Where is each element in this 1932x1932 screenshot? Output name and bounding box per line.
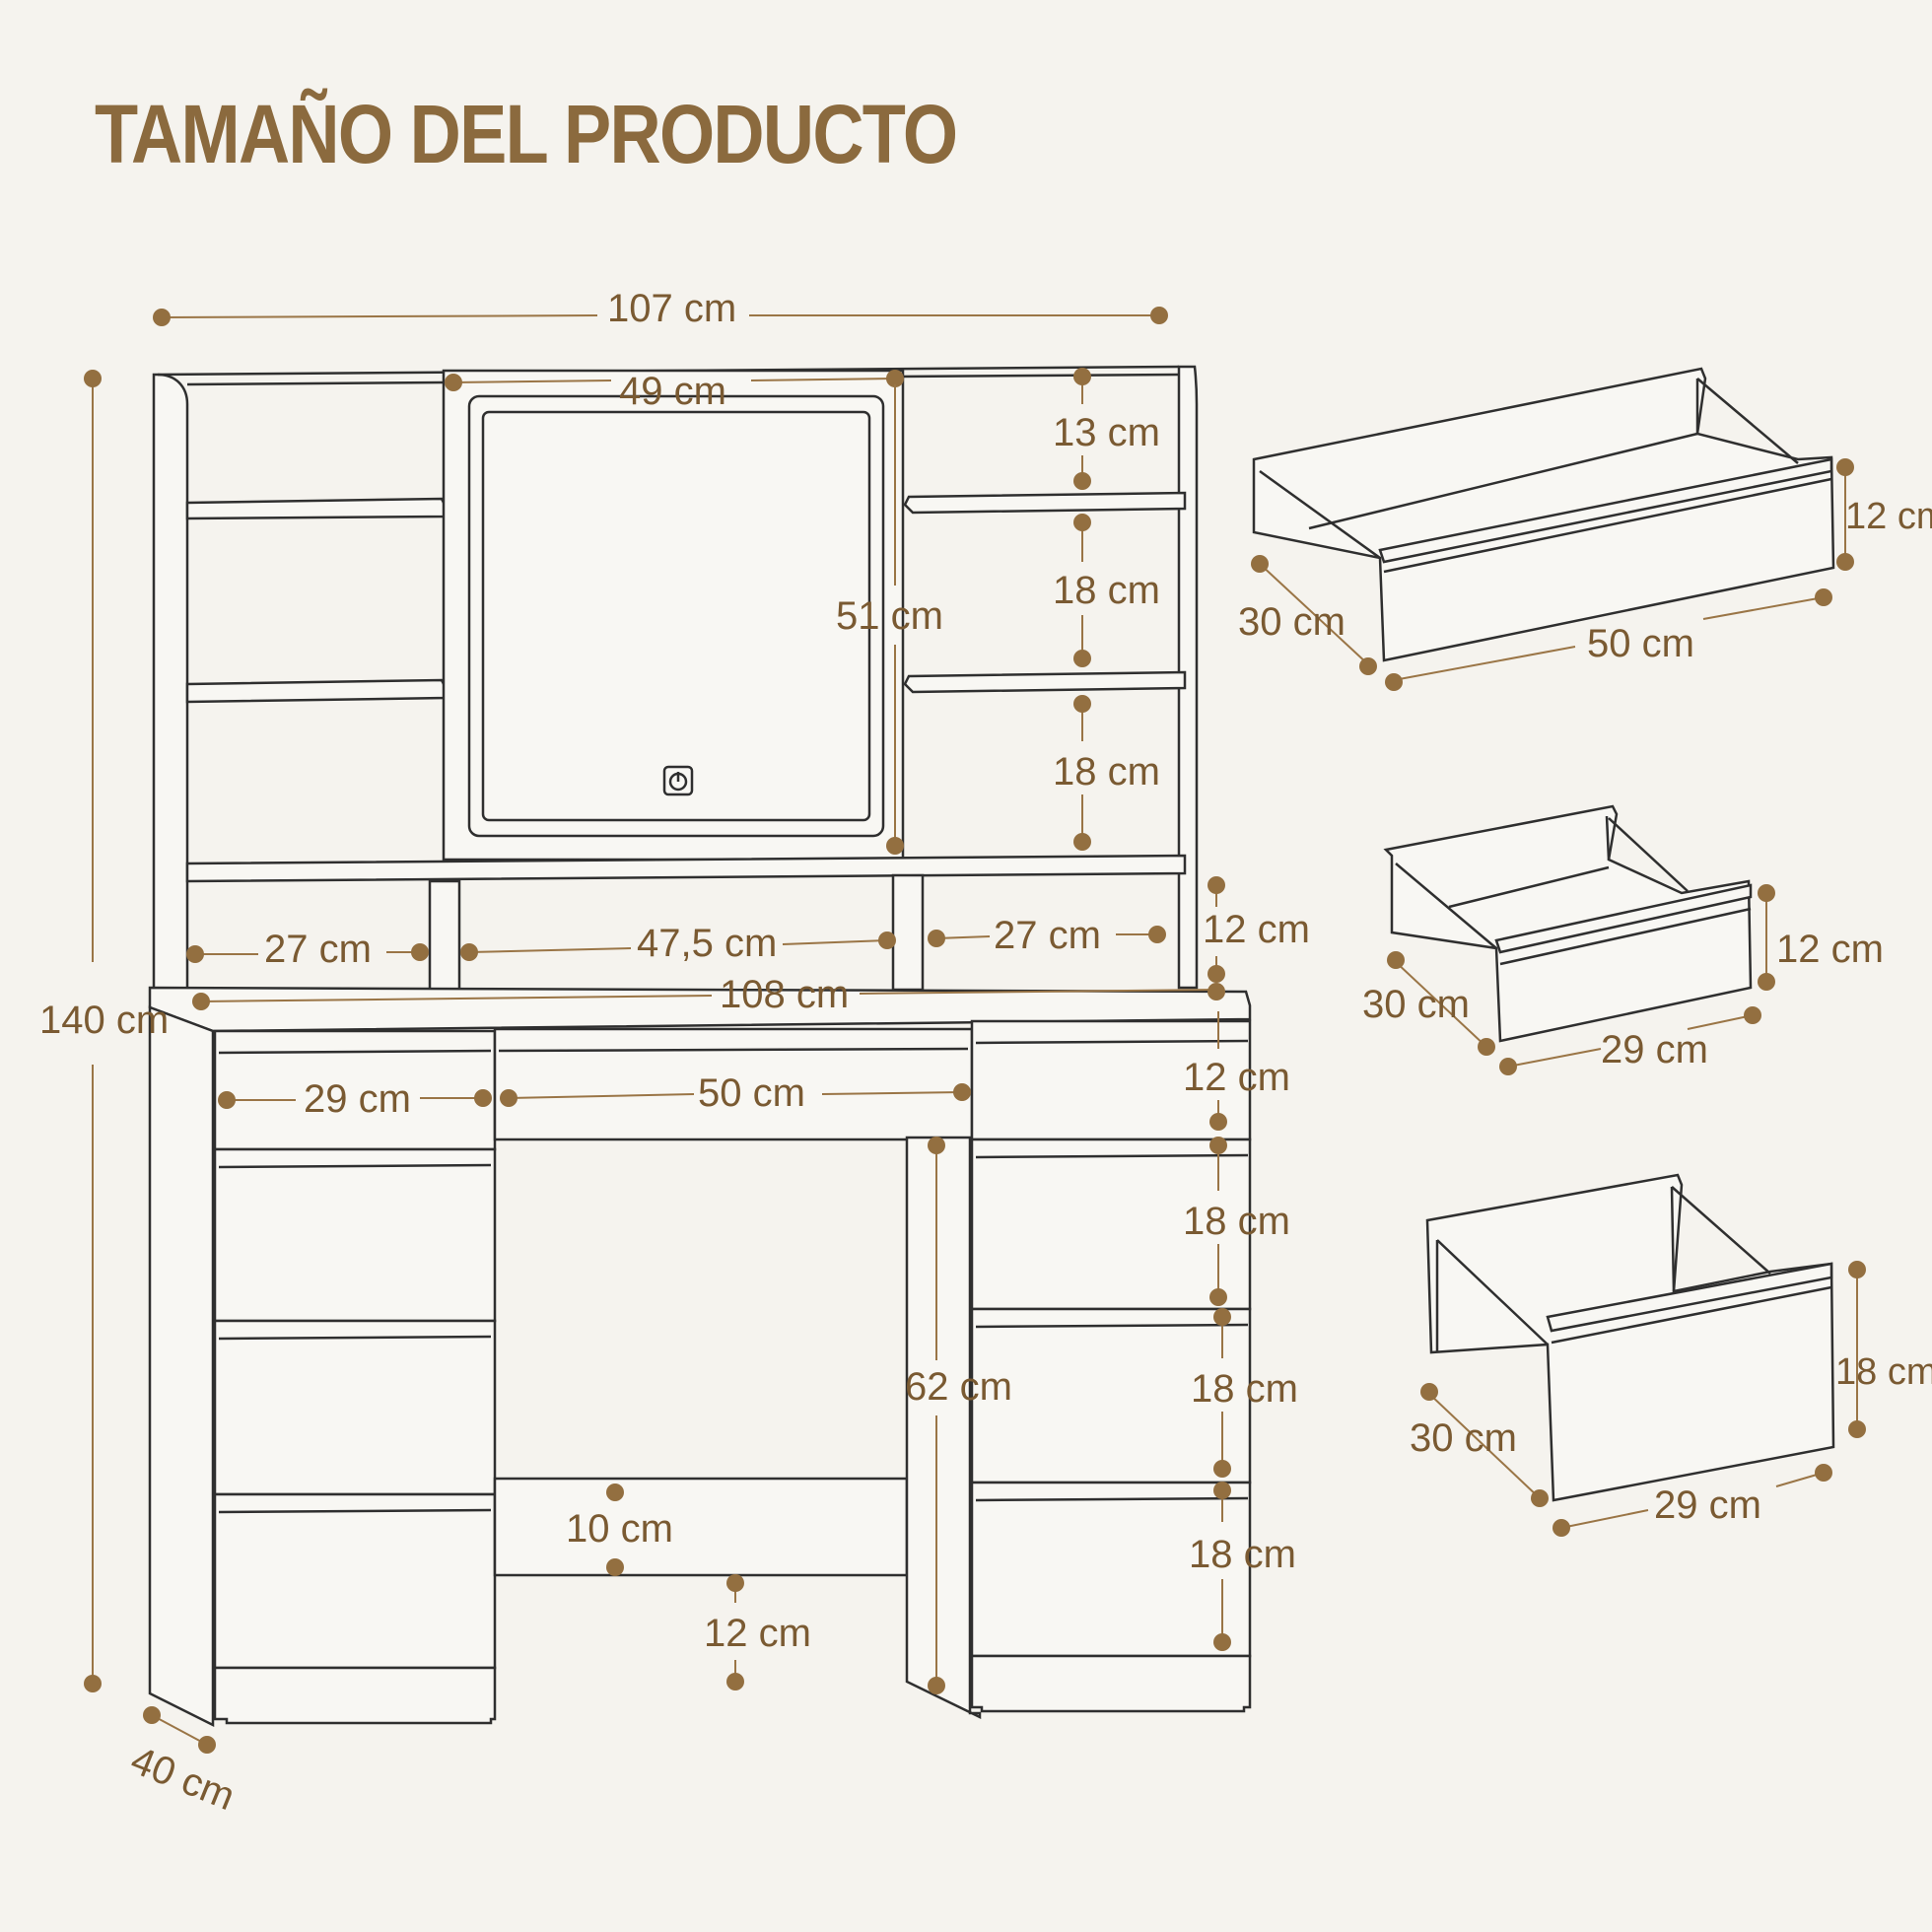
drawer-3-depth-label: 30 cm (1410, 1416, 1517, 1460)
label-right-drawer-3-height: 18 cm (1191, 1367, 1298, 1411)
drawer-2-height-label: 12 cm (1776, 928, 1884, 971)
label-small-drawer-width: 29 cm (304, 1077, 411, 1121)
label-center-drawer-width: 50 cm (698, 1071, 805, 1115)
drawer-2-width-label: 29 cm (1601, 1028, 1708, 1071)
label-legroom-height: 62 cm (905, 1365, 1012, 1409)
label-floor-clearance: 12 cm (704, 1612, 811, 1655)
label-top-right-drawer-height: 12 cm (1183, 1056, 1290, 1099)
drawer-detail-1 (1252, 367, 1835, 662)
label-desk-width: 108 cm (720, 973, 849, 1016)
label-depth: 40 cm (125, 1739, 241, 1820)
dimension-lines (84, 307, 1866, 1754)
label-middle-shelf-height: 18 cm (1053, 569, 1160, 612)
drawer-2-depth-label: 30 cm (1362, 983, 1470, 1026)
label-lower-shelf-height: 18 cm (1053, 750, 1160, 794)
drawer-1-width-label: 50 cm (1587, 622, 1694, 665)
label-back-panel-height: 10 cm (566, 1507, 673, 1551)
drawer-detail-3 (1425, 1173, 1835, 1502)
label-right-niche-width: 27 cm (994, 914, 1101, 957)
label-right-drawer-4-height: 18 cm (1189, 1533, 1296, 1576)
page-title: TAMAÑO DEL PRODUCTO (95, 88, 958, 180)
dimension-labels: 107 cm 49 cm 13 cm 18 cm 18 cm 51 cm 140… (39, 287, 1932, 1819)
label-top-shelf-height: 13 cm (1053, 411, 1160, 454)
label-left-niche-width: 27 cm (264, 928, 372, 971)
drawer-1-depth-label: 30 cm (1238, 600, 1346, 644)
label-total-width: 107 cm (607, 287, 736, 330)
label-right-drawer-2-height: 18 cm (1183, 1200, 1290, 1243)
label-niche-height: 12 cm (1203, 908, 1310, 951)
label-mirror-width: 49 cm (619, 370, 726, 413)
drawer-detail-2 (1383, 804, 1753, 1043)
label-center-niche-width: 47,5 cm (637, 922, 777, 965)
drawer-3-width-label: 29 cm (1654, 1484, 1761, 1527)
label-total-height: 140 cm (39, 999, 169, 1042)
drawer-3-height-label: 18 cm (1835, 1351, 1932, 1393)
power-icon (662, 765, 694, 796)
label-mirror-height: 51 cm (836, 594, 943, 638)
drawer-1-height-label: 12 cm (1845, 496, 1932, 537)
